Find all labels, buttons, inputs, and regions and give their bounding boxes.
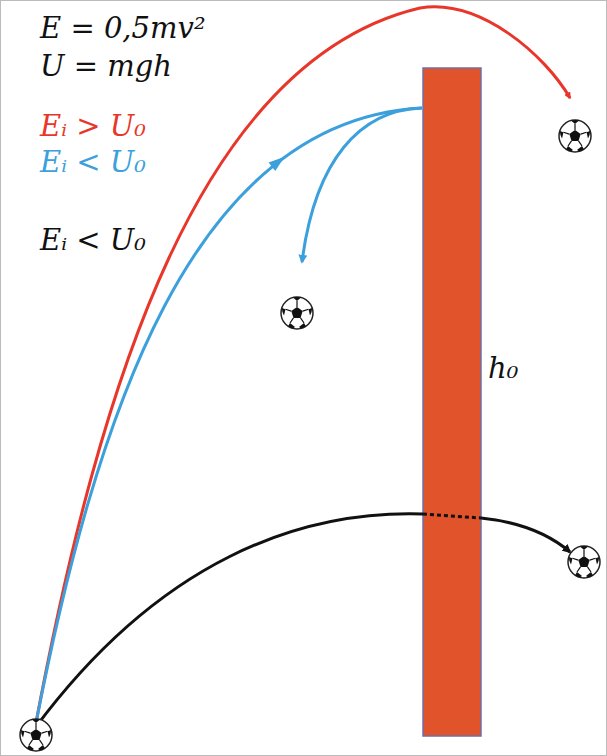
height-label-box: h₀ (488, 352, 518, 385)
height-label: h₀ (488, 352, 518, 385)
condition-label-box: Eᵢ > U₀ (40, 110, 146, 143)
ball-back (281, 297, 313, 329)
condition-label: Eᵢ < U₀ (40, 146, 146, 179)
blue-arrowhead (269, 157, 285, 171)
potential-energy-formula-box: U = mgh (40, 50, 172, 83)
black-trajectory-after (481, 518, 570, 552)
ball-over (559, 120, 591, 152)
blue-trajectory-down (302, 108, 422, 262)
kinetic-energy-formula: E = 0,5mv² (40, 12, 206, 45)
ball-through (568, 546, 600, 578)
potential-energy-formula: U = mgh (40, 50, 172, 83)
kinetic-energy-formula-box: E = 0,5mv² (40, 12, 206, 45)
red-trajectory (35, 7, 570, 728)
condition-label: Eᵢ < U₀ (40, 224, 146, 257)
blue-trajectory-up (35, 108, 422, 728)
condition-label: Eᵢ > U₀ (40, 110, 146, 143)
condition-label-box: Eᵢ < U₀ (40, 224, 146, 257)
ball-start (20, 719, 52, 751)
tunnel-path (423, 514, 481, 518)
black-trajectory (35, 514, 423, 728)
wall (423, 68, 481, 736)
condition-label-box: Eᵢ < U₀ (40, 146, 146, 179)
